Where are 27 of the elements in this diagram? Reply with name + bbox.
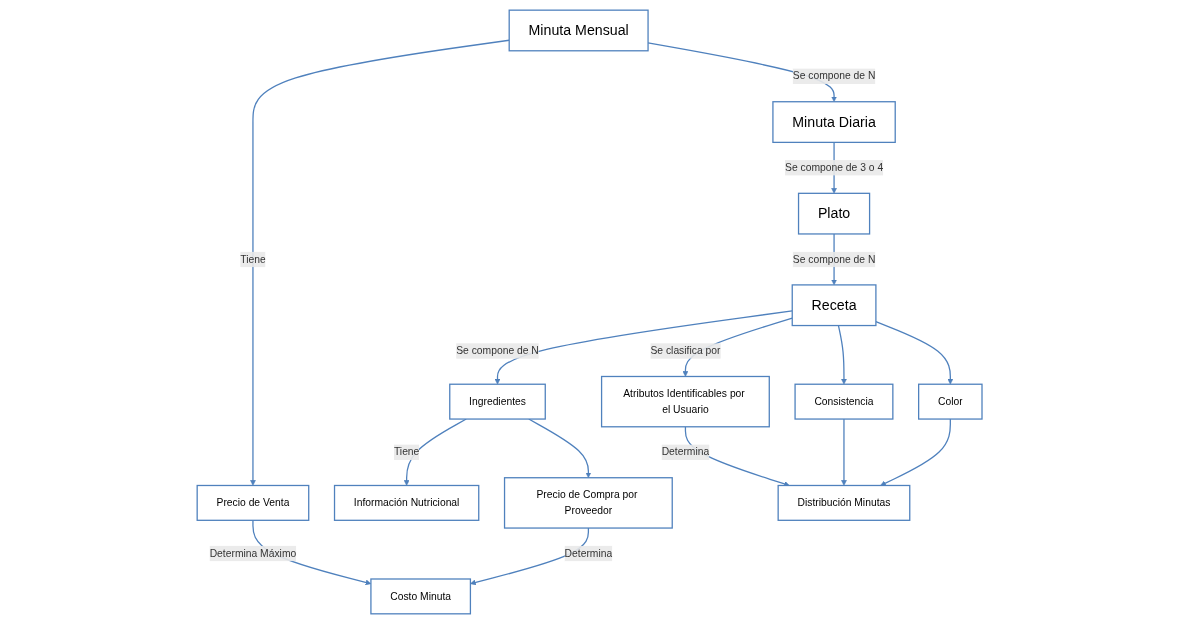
arrow [841, 418, 848, 486]
node-box: Minuta Diaria [772, 101, 897, 143]
node-box: Color [918, 383, 984, 420]
edge-label: Se compone de N [456, 345, 540, 357]
edge-label: Se compone de N [793, 253, 876, 265]
node-box: Costo Minuta [370, 578, 472, 615]
edge-label: Determina [564, 547, 613, 559]
edge-label: Se compone de N [793, 70, 876, 82]
node-box: Distribución Minutas [777, 484, 911, 521]
edge-label: Se compone de 3 o 4 [785, 162, 884, 174]
arrow [838, 324, 848, 385]
node-box: Atributos Identificables por el Usuario [601, 375, 771, 428]
node-box: Consistencia [794, 383, 894, 420]
node-box: Precio de Venta [196, 484, 310, 521]
node-box: Precio de Compra por Proveedor [504, 477, 674, 529]
edge-label: Tiene [240, 253, 267, 265]
node-box: Ingredientes [449, 383, 547, 420]
edge-label: Tiene [394, 446, 420, 458]
node-box: Información Nutricional [334, 484, 480, 521]
node-box: Minuta Mensual [508, 9, 650, 52]
arrow [880, 418, 952, 486]
edge-label: Se clasifica por [650, 345, 721, 357]
node-box: Plato [798, 192, 871, 235]
node-box: Receta [792, 284, 877, 327]
arrow [528, 418, 592, 478]
edge-label: Determina [662, 446, 710, 458]
edge-label: Determina Máximo [210, 547, 297, 559]
